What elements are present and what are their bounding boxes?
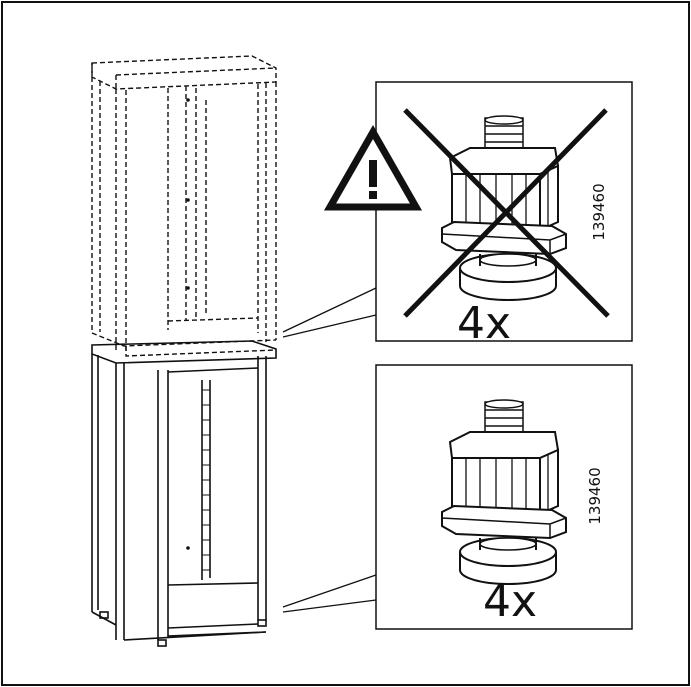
quantity-label-correct: 4x — [483, 576, 537, 627]
lower-cabinet — [91, 340, 277, 647]
lower-cabinet-hole — [186, 546, 190, 550]
callout-line-upper — [282, 287, 377, 338]
upper-cabinet-holes — [186, 98, 190, 290]
not-allowed-cross-icon — [403, 108, 610, 318]
warning-triangle-icon — [323, 124, 423, 211]
quantity-label-wrong: 4x — [457, 298, 511, 349]
callout-line-lower — [282, 574, 377, 613]
article-number-wrong: 139460 — [590, 183, 608, 240]
upper-cabinet-dashed — [91, 55, 277, 357]
article-number-correct: 139460 — [586, 467, 604, 524]
